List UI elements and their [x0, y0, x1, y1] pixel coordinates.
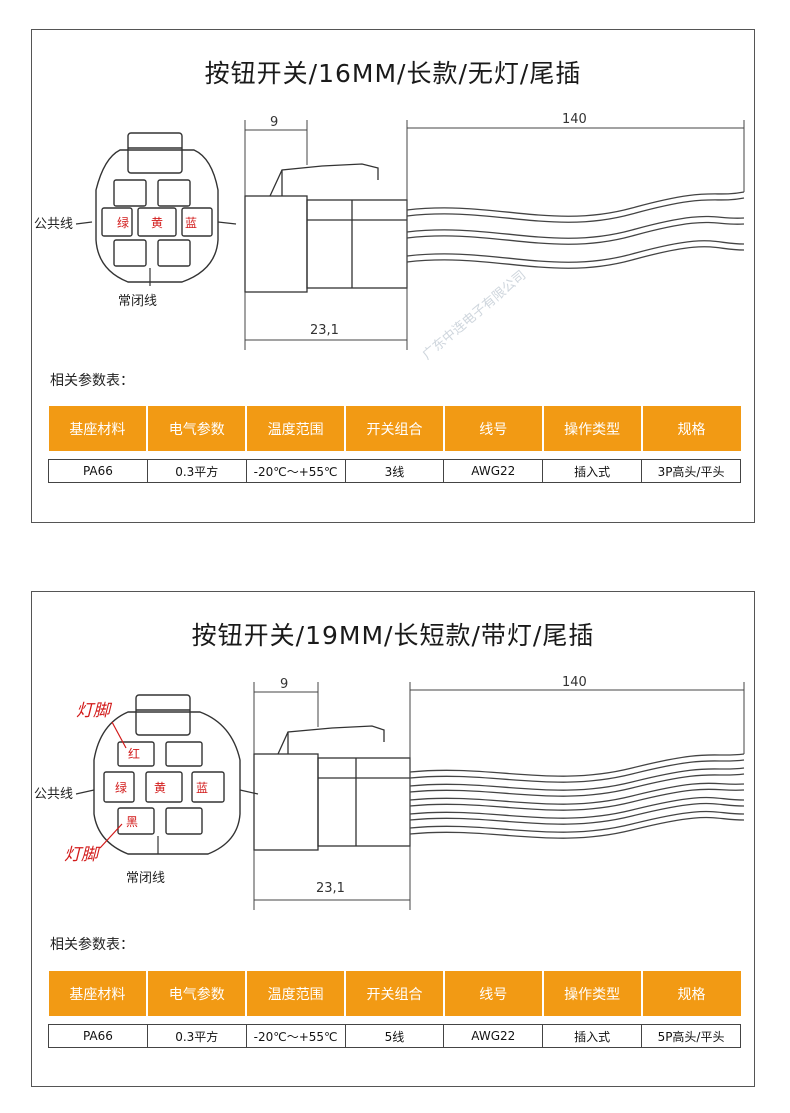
dim-23-1: 23,1	[310, 323, 339, 338]
params-label: 相关参数表：	[50, 373, 134, 389]
connector-side-view	[244, 163, 408, 293]
value-cell: AWG22	[443, 1024, 544, 1048]
value-cell: -20℃～+55℃	[245, 1024, 346, 1048]
pin-label-blue: 蓝	[196, 781, 208, 795]
pin-label-black: 黑	[126, 815, 138, 829]
pin-label-red: 红	[128, 746, 140, 761]
pin-label-yellow: 黄	[154, 781, 166, 795]
header-cell: 开关组合	[345, 406, 445, 451]
header-cell: 线号	[443, 971, 544, 1016]
product-panel-19mm: 按钮开关/19MM/长短款/带灯/尾插 红 绿 黄 蓝 黑 灯脚 灯脚 公共线 …	[31, 591, 755, 1087]
header-cell: 操作类型	[542, 406, 643, 451]
callout-common-wire: 公共线	[34, 787, 73, 802]
value-cell: 3P高头/平头	[641, 459, 741, 483]
table-header-row: 基座材料 电气参数 温度范围 开关组合 线号 操作类型 规格	[48, 406, 741, 451]
pin-label-green: 绿	[115, 780, 127, 795]
params-label: 相关参数表：	[50, 937, 134, 953]
connector-face	[95, 132, 219, 283]
value-cell: 插入式	[542, 459, 643, 483]
value-cell: 5线	[344, 1024, 445, 1048]
params-table: 基座材料 电气参数 温度范围 开关组合 线号 操作类型 规格 PA66 0.3平…	[48, 406, 741, 483]
table-header-row: 基座材料 电气参数 温度范围 开关组合 线号 操作类型 规格	[48, 971, 741, 1016]
dim-140: 140	[562, 112, 587, 127]
dim-9: 9	[270, 115, 278, 130]
pin-label-green: 绿	[117, 215, 129, 230]
header-cell: 规格	[641, 971, 741, 1016]
wires	[409, 753, 745, 839]
header-cell: 温度范围	[246, 971, 347, 1016]
header-cell: 电气参数	[147, 406, 248, 451]
connector-face	[93, 694, 241, 855]
table-row: PA66 0.3平方 -20℃～+55℃ 5线 AWG22 插入式 5P高头/平…	[48, 1024, 741, 1048]
params-table: 基座材料 电气参数 温度范围 开关组合 线号 操作类型 规格 PA66 0.3平…	[48, 971, 741, 1048]
wiring-diagram: 红 绿 黄 蓝 黑 灯脚 灯脚 公共线 常闭线	[34, 675, 745, 910]
callout-normally-closed: 常闭线	[126, 871, 165, 886]
value-cell: 5P高头/平头	[641, 1024, 741, 1048]
value-cell: -20℃～+55℃	[245, 459, 346, 483]
callout-common-wire: 公共线	[34, 217, 73, 232]
header-cell: 基座材料	[48, 971, 149, 1016]
wires	[406, 191, 745, 269]
header-cell: 操作类型	[542, 971, 643, 1016]
dim-9: 9	[280, 677, 288, 692]
header-cell: 线号	[443, 406, 544, 451]
pin-label-blue: 蓝	[185, 216, 197, 230]
connector-side-view	[253, 725, 411, 851]
watermark: 广东中连电子有限公司	[419, 267, 529, 363]
value-cell: PA66	[48, 459, 148, 483]
callout-lamp-top: 灯脚	[76, 701, 113, 721]
value-cell: 0.3平方	[146, 459, 247, 483]
svg-text:广东中连电子有限公司: 广东中连电子有限公司	[419, 267, 529, 363]
header-cell: 电气参数	[147, 971, 248, 1016]
callout-normally-closed: 常闭线	[118, 294, 157, 309]
value-cell: 0.3平方	[146, 1024, 247, 1048]
dim-140: 140	[562, 675, 587, 690]
value-cell: 插入式	[542, 1024, 643, 1048]
table-row: PA66 0.3平方 -20℃～+55℃ 3线 AWG22 插入式 3P高头/平…	[48, 459, 741, 483]
callout-lamp-bottom: 灯脚	[64, 845, 101, 865]
panel-title: 按钮开关/16MM/长款/无灯/尾插	[204, 59, 582, 88]
value-cell: PA66	[48, 1024, 148, 1048]
dim-23-1: 23,1	[316, 881, 345, 896]
pin-label-yellow: 黄	[151, 216, 163, 230]
header-cell: 开关组合	[345, 971, 445, 1016]
header-cell: 基座材料	[48, 406, 149, 451]
header-cell: 规格	[641, 406, 741, 451]
value-cell: 3线	[344, 459, 445, 483]
wiring-diagram: 绿 黄 蓝 公共线 常闭线	[34, 112, 745, 363]
header-cell: 温度范围	[246, 406, 347, 451]
product-panel-16mm: 按钮开关/16MM/长款/无灯/尾插 绿 黄 蓝 公共线 常闭线	[31, 29, 755, 523]
panel-title: 按钮开关/19MM/长短款/带灯/尾插	[191, 621, 595, 650]
value-cell: AWG22	[443, 459, 544, 483]
